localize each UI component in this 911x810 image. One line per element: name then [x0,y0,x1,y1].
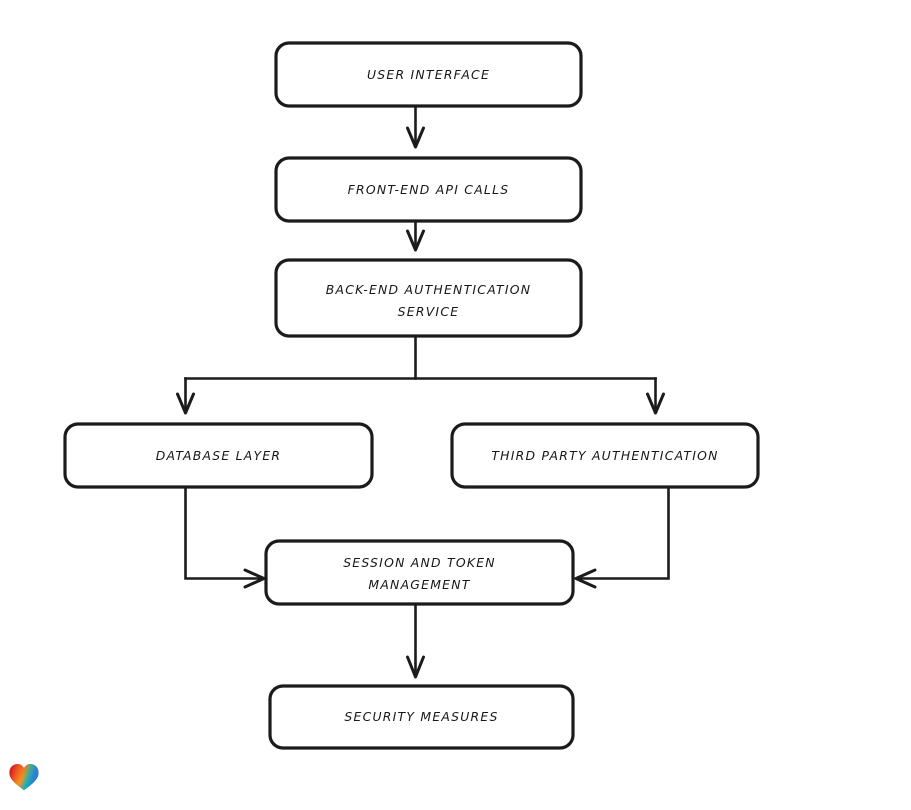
node-user-interface[interactable]: USER INTERFACE [274,41,583,108]
edge-third-party-auth-to-session-token-mgmt [574,485,670,589]
node-user-interface-shape[interactable] [274,41,583,108]
node-session-token-mgmt-label-line2: MANAGEMENT [368,577,470,592]
node-session-token-mgmt[interactable]: SESSION AND TOKEN MANAGEMENT [264,539,575,606]
node-security-measures[interactable]: SECURITY MEASURES [268,684,575,750]
node-back-end-auth-service-shape[interactable] [274,258,583,338]
node-database-layer-shape[interactable] [63,422,374,489]
edge-back-end-to-database-layer-arrow [176,392,195,415]
node-security-measures-shape[interactable] [268,684,575,750]
node-database-layer[interactable]: DATABASE LAYER [63,422,374,489]
node-session-token-mgmt-shape[interactable] [264,539,575,606]
edge-database-layer-to-session-token-mgmt [184,485,266,589]
edge-back-end-to-third-party-auth-arrow [646,392,665,415]
node-third-party-auth-shape[interactable] [450,422,760,489]
edge-front-end-api-calls-to-back-end-auth-service [406,219,425,252]
node-database-layer-label: DATABASE LAYER [156,448,282,463]
node-security-measures-label: SECURITY MEASURES [344,709,498,724]
edge-session-token-mgmt-to-security-measures [406,602,425,679]
node-user-interface-label: USER INTERFACE [367,67,490,82]
node-front-end-api-calls[interactable]: FRONT-END API CALLS [274,156,583,223]
node-front-end-api-calls-shape[interactable] [274,156,583,223]
node-front-end-api-calls-label: FRONT-END API CALLS [348,182,510,197]
edge-back-end-split-bus [184,334,657,414]
node-back-end-auth-service[interactable]: BACK-END AUTHENTICATION SERVICE [274,258,583,338]
heart-icon [9,764,39,791]
node-session-token-mgmt-label-line1: SESSION AND TOKEN [343,555,496,570]
node-third-party-auth-label: THIRD PARTY AUTHENTICATION [491,448,718,463]
edge-user-interface-to-front-end-api-calls [406,104,425,149]
node-back-end-auth-service-label-line1: BACK-END AUTHENTICATION [326,282,532,297]
node-back-end-auth-service-label-line2: SERVICE [398,304,460,319]
node-third-party-auth[interactable]: THIRD PARTY AUTHENTICATION [450,422,760,489]
